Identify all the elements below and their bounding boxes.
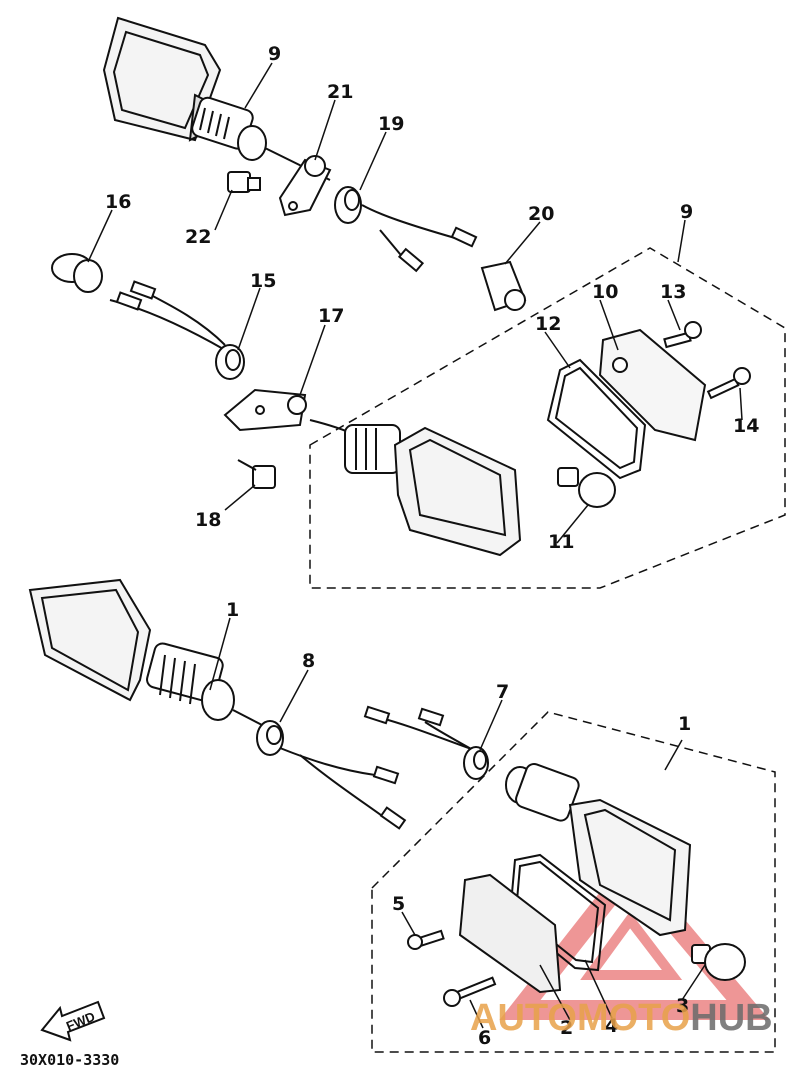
callout-3: 3: [676, 995, 689, 1017]
callout-8: 8: [302, 650, 315, 672]
grommet-8: [256, 720, 407, 830]
callout-22: 22: [185, 226, 211, 248]
callout-1: 1: [226, 599, 239, 621]
callout-19: 19: [378, 113, 404, 135]
wire-harness-15: [109, 280, 245, 380]
screw-6: [443, 976, 497, 1007]
callout-20: 20: [528, 203, 554, 225]
callout-18: 18: [195, 509, 221, 531]
lens-2: [458, 873, 562, 994]
lens-10: [598, 328, 707, 442]
callout-15: 15: [250, 270, 276, 292]
callout-21: 21: [327, 81, 353, 103]
callout-14: 14: [733, 415, 759, 437]
callout-5: 5: [392, 893, 405, 915]
leader-lines: [87, 62, 743, 1029]
screw-14: [706, 367, 751, 400]
turn-signal-top-left: [102, 16, 331, 181]
callout-16: 16: [105, 191, 131, 213]
turn-signal-bottom-left: [28, 578, 263, 726]
bracket-21: [278, 155, 332, 217]
screw-13: [663, 321, 702, 349]
screw-5: [407, 929, 445, 950]
gasket-12: [546, 358, 647, 480]
fwd-arrow-icon: FWD: [40, 1000, 106, 1042]
callout-13: 13: [660, 281, 686, 303]
callout-7: 7: [496, 681, 509, 703]
cap-16: [51, 253, 103, 293]
callout-4: 4: [605, 1015, 618, 1037]
callout-6: 6: [478, 1027, 491, 1049]
bulb-3: [691, 943, 746, 981]
grommet-7: [363, 705, 489, 780]
callout-12: 12: [535, 313, 561, 335]
grommet-20: [480, 260, 527, 312]
bulb-11: [557, 467, 616, 508]
assembly-box-1: [371, 711, 776, 1053]
watermark-logo: [499, 854, 770, 1020]
nut-22: [227, 171, 261, 193]
diagram-part-code: 30X010-3330: [20, 1051, 119, 1069]
callout-9: 9: [268, 43, 281, 65]
bracket-17: [223, 388, 307, 432]
callout-10: 10: [592, 281, 618, 303]
callout-11: 11: [548, 531, 574, 553]
callout-17: 17: [318, 305, 344, 327]
callout-9-box: 9: [680, 201, 693, 223]
turn-signal-middle: [309, 419, 522, 557]
grommet-19: [334, 186, 478, 273]
turn-signal-bottom-right: [505, 763, 692, 937]
watermark-text: AUTOMOTOHUB: [470, 997, 773, 1039]
bolt-18: [237, 459, 276, 489]
callout-1-box: 1: [678, 713, 691, 735]
callout-2: 2: [560, 1017, 573, 1039]
assembly-box-9: [309, 247, 786, 589]
